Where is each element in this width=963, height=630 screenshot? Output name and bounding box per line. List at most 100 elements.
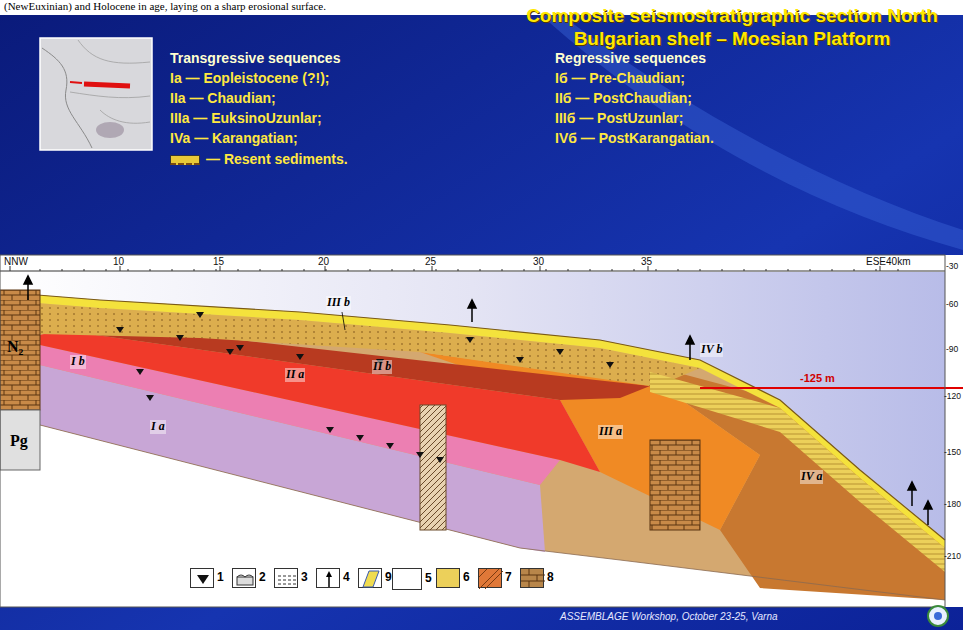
- axis-minor-tick: [458, 269, 459, 271]
- depth-label: -30: [946, 262, 958, 272]
- fault-symbol: [136, 369, 144, 375]
- axis-minor-tick: [634, 269, 635, 271]
- legend-text: 8: [547, 570, 554, 584]
- axis-minor-tick: [898, 269, 899, 271]
- axis-minor-tick: [810, 269, 811, 271]
- legend-icon: [521, 569, 545, 589]
- fault-symbol: [356, 435, 364, 441]
- axis-minor-tick: [216, 269, 217, 271]
- axis-minor-tick: [414, 269, 415, 271]
- depth-label: -180: [944, 500, 961, 510]
- legend-icon: [191, 569, 215, 589]
- depth-label: -210: [944, 552, 961, 562]
- legend-swatch: [358, 568, 382, 588]
- axis-label: NNW: [4, 256, 28, 268]
- sequence-key: IIIб — PostUzunlar;: [555, 110, 683, 126]
- axis-minor-tick: [612, 269, 613, 271]
- axis-minor-tick: [546, 269, 547, 271]
- sequence-label: IV a: [800, 470, 823, 484]
- legend-swatch: [478, 568, 502, 588]
- legend-icon: [275, 569, 299, 589]
- axis-minor-tick: [62, 269, 63, 271]
- fault-symbol: [416, 452, 424, 458]
- axis-minor-tick: [502, 269, 503, 271]
- fault-symbol: [236, 345, 244, 351]
- axis-minor-tick: [700, 269, 701, 271]
- axis-label: 35: [641, 256, 652, 268]
- sequence-label: IV b: [700, 343, 723, 357]
- legend-heading: Regressive sequences: [555, 50, 706, 66]
- axis-minor-tick: [106, 269, 107, 271]
- legend-icon: [479, 569, 503, 589]
- legend-swatch: [436, 568, 460, 588]
- slide-title: Composite seismostratigraphic section No…: [506, 4, 958, 50]
- sequence-label: I b: [70, 355, 86, 369]
- axis-minor-tick: [524, 269, 525, 271]
- legend-text: — Resent sediments.: [206, 151, 348, 167]
- formation-label: Pg: [10, 432, 28, 450]
- fault-symbol: [146, 395, 154, 401]
- axis-minor-tick: [722, 269, 723, 271]
- legend-swatch: [232, 568, 256, 588]
- axis-label: 15: [213, 256, 224, 268]
- legend-swatch: [170, 155, 200, 165]
- legend-text: 1: [217, 570, 224, 584]
- legend-text: 2: [259, 570, 266, 584]
- fault-symbol: [556, 349, 564, 355]
- legend-text: 9: [385, 570, 392, 584]
- sequence-label: III b: [326, 296, 351, 310]
- legend-swatch: [190, 568, 214, 588]
- axis-minor-tick: [150, 269, 151, 271]
- fault-symbol: [176, 335, 184, 341]
- axis-minor-tick: [788, 269, 789, 271]
- sequence-key: IVa — Karangatian;: [170, 130, 298, 146]
- legend-text: 5: [425, 571, 432, 585]
- sequence-key: IIa — Chaudian;: [170, 90, 276, 106]
- legend-heading: Transgressive sequences: [170, 50, 340, 66]
- axis-minor-tick: [194, 269, 195, 271]
- axis-minor-tick: [876, 269, 877, 271]
- legend-icon: [233, 569, 257, 589]
- fault-symbol: [296, 354, 304, 360]
- sequence-key: Ia — Eopleistocene (?!);: [170, 70, 329, 86]
- fault-symbol: [606, 362, 614, 368]
- footer-note: ASSEMBLAGE Workshop, October 23-25, Varn…: [560, 611, 778, 623]
- legend-swatch: [274, 568, 298, 588]
- legend-icon: [393, 569, 423, 591]
- legend-text: 6: [463, 570, 470, 584]
- sequence-label: I a: [150, 420, 166, 434]
- axis-minor-tick: [84, 269, 85, 271]
- legend-swatch: [392, 568, 422, 590]
- axis-minor-tick: [480, 269, 481, 271]
- sequence-label: II a: [285, 368, 305, 382]
- axis-minor-tick: [656, 269, 657, 271]
- depth-label: -150: [944, 448, 961, 458]
- legend-icon: [359, 569, 383, 589]
- axis-minor-tick: [766, 269, 767, 271]
- sequence-label: III a: [598, 425, 623, 439]
- axis-label: ESE40km: [866, 256, 910, 268]
- axis-minor-tick: [348, 269, 349, 271]
- axis-minor-tick: [172, 269, 173, 271]
- fault-symbol: [116, 327, 124, 333]
- page-caption: (NewEuxinian) and Holocene in age, layin…: [4, 0, 326, 13]
- sequence-label: II b: [372, 360, 392, 374]
- formation-label: N₂: [7, 338, 23, 356]
- axis-minor-tick: [744, 269, 745, 271]
- axis-minor-tick: [326, 269, 327, 271]
- axis-minor-tick: [40, 269, 41, 271]
- axis-label: 10: [113, 256, 124, 268]
- axis-minor-tick: [678, 269, 679, 271]
- legend-swatch: [520, 568, 544, 588]
- axis-minor-tick: [282, 269, 283, 271]
- fault-symbol: [386, 443, 394, 449]
- legend-swatch: [316, 568, 340, 588]
- axis-minor-tick: [128, 269, 129, 271]
- axis-minor-tick: [238, 269, 239, 271]
- axis-minor-tick: [568, 269, 569, 271]
- axis-label: 30: [533, 256, 544, 268]
- axis-minor-tick: [854, 269, 855, 271]
- axis-minor-tick: [590, 269, 591, 271]
